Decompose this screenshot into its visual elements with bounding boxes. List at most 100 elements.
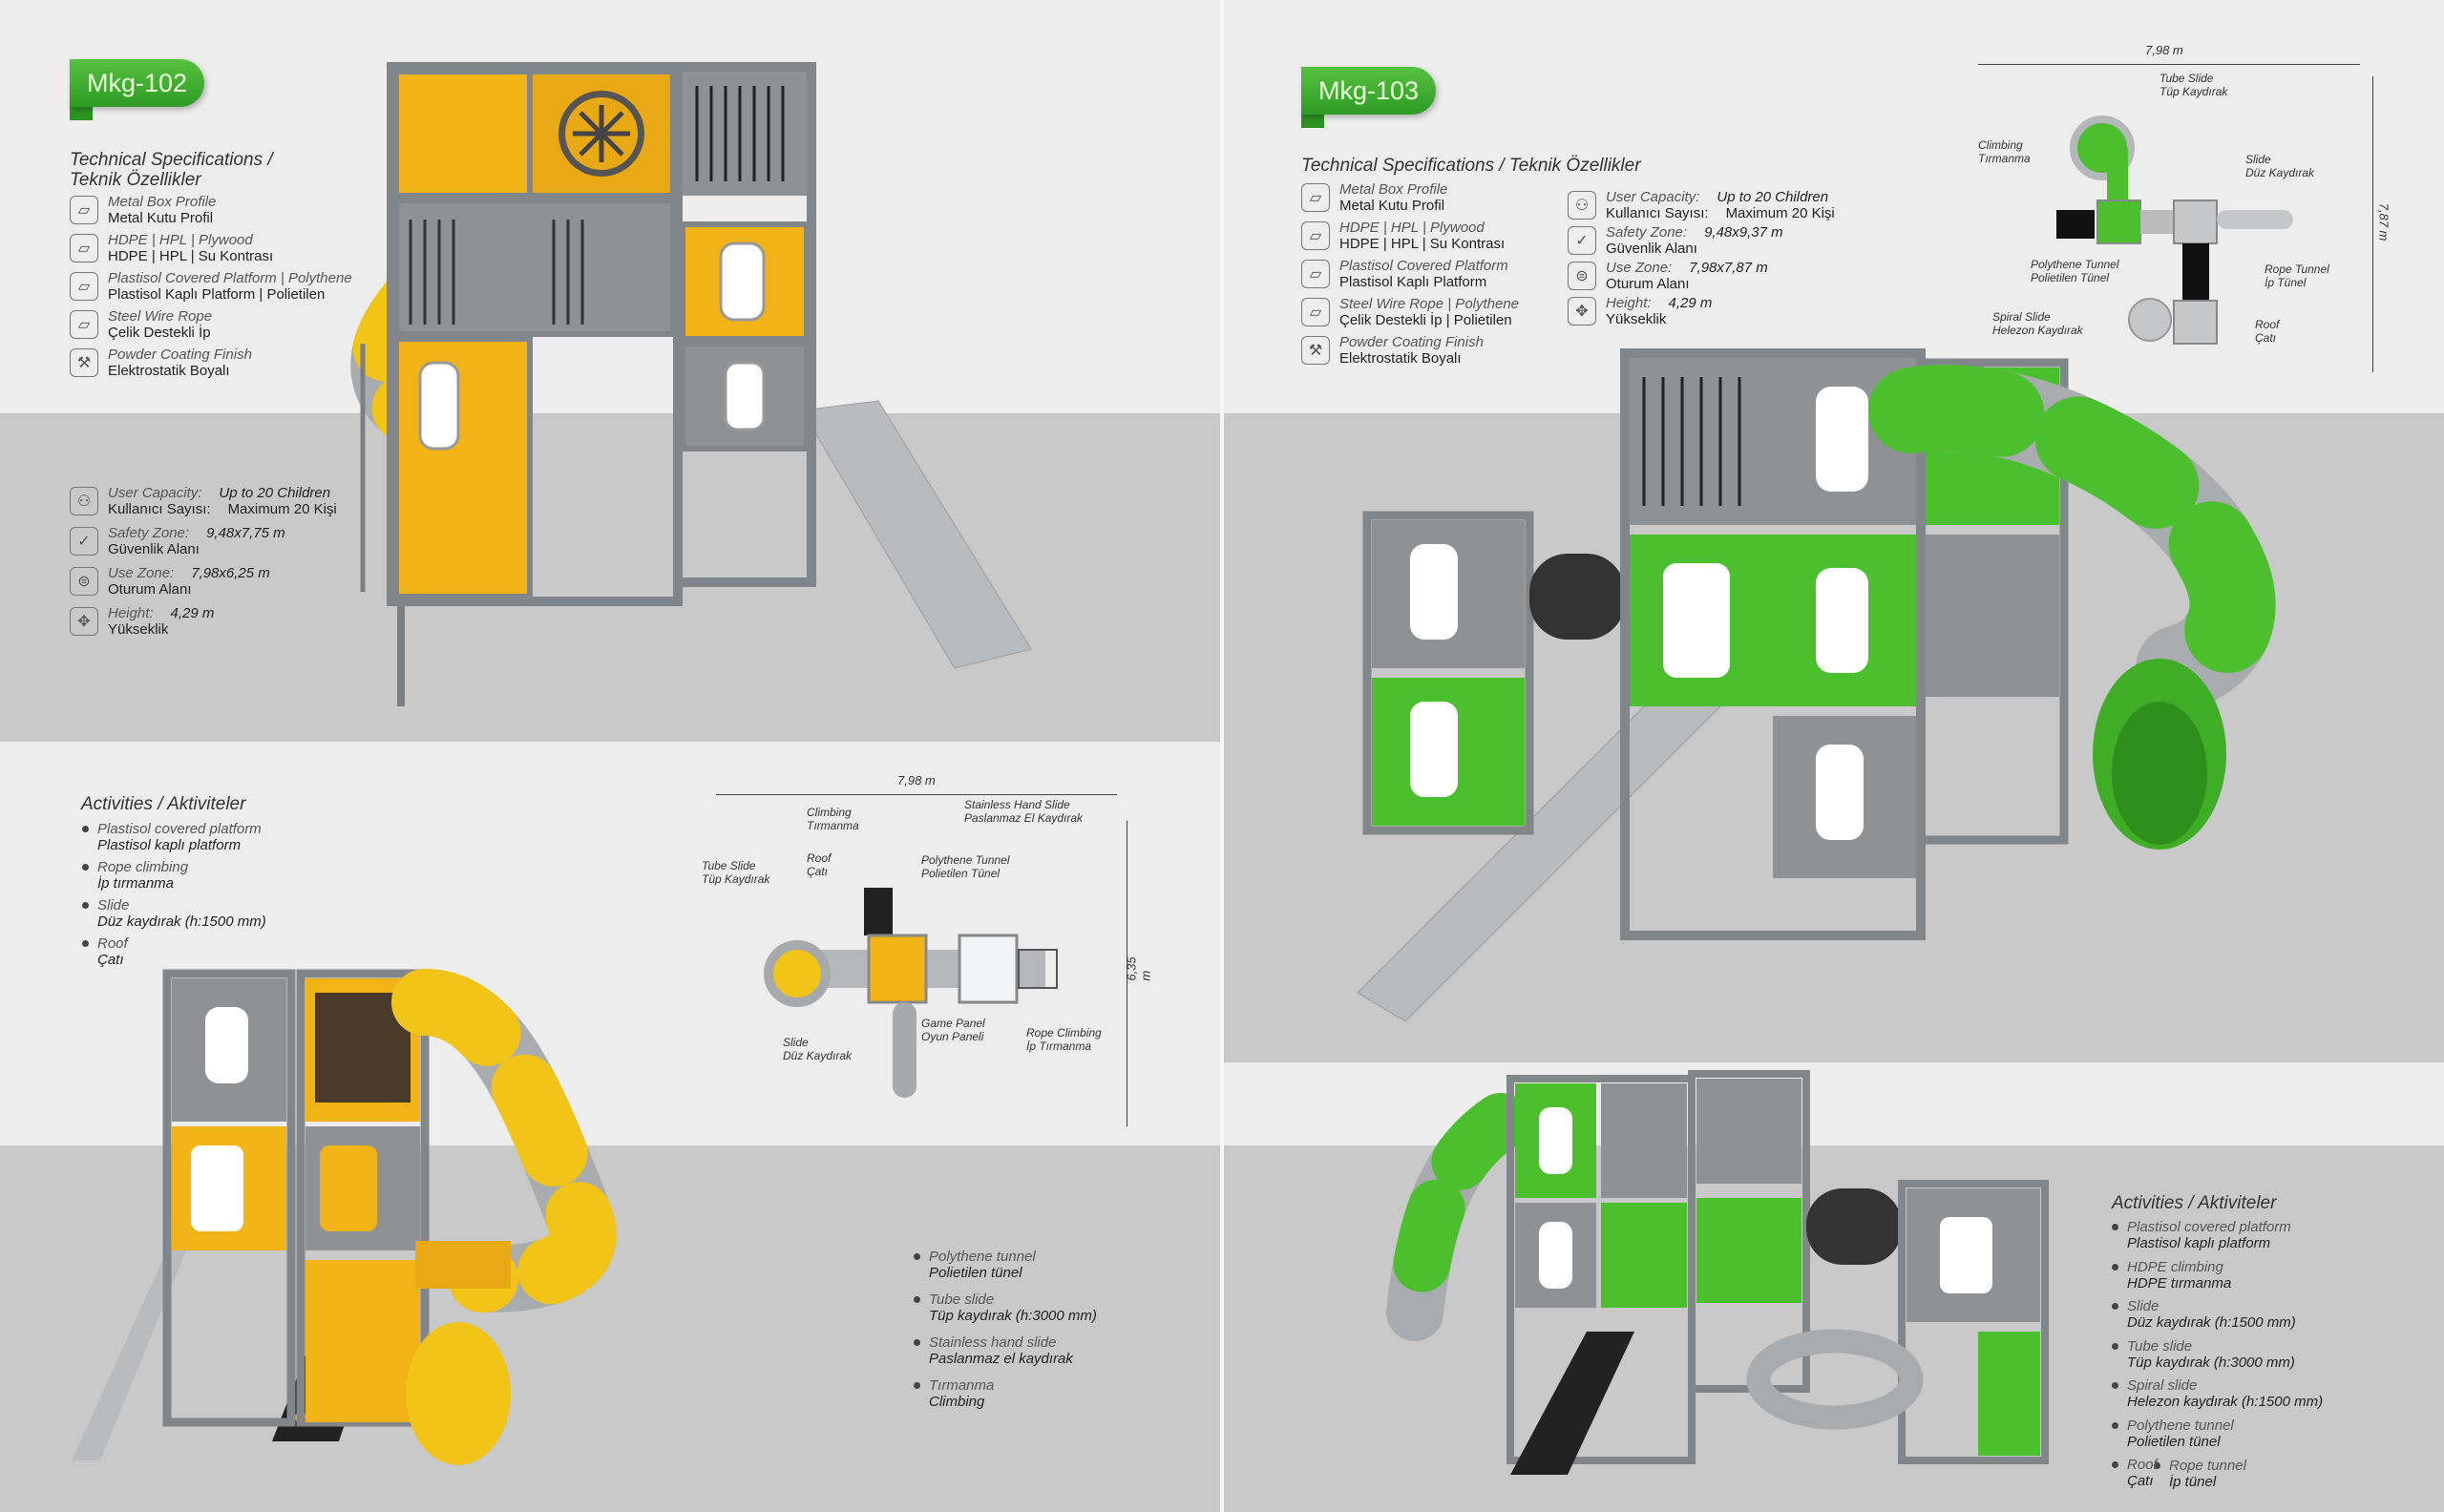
plan-diagram-mkg-103: 7,98 m 7,87 m Tube Slide Tüp Kaydırak Cl…	[1959, 43, 2417, 377]
activity-en: Plastisol covered platform	[97, 821, 262, 837]
plan-label-tunnel: Polythene Tunnel Polietilen Tünel	[921, 853, 1010, 880]
activity-en: HDPE climbing	[2127, 1258, 2223, 1275]
bullet	[82, 864, 89, 871]
spec-value: 4,29 m	[1668, 295, 1713, 311]
activity-en: Roof	[97, 935, 128, 952]
spec-label-tr: Güvenlik Alanı	[1606, 241, 1697, 257]
activity-en: Plastisol covered platform	[2127, 1219, 2291, 1235]
bullet	[2112, 1461, 2118, 1468]
bullet	[914, 1382, 920, 1389]
bullet	[2112, 1303, 2118, 1310]
activities-title: Activities / Aktiviteler	[2112, 1193, 2277, 1213]
zone-icon: ⊜	[1568, 262, 1596, 290]
plan-drawing	[764, 888, 1058, 1098]
spec-label-en: HDPE | HPL | Plywood	[108, 232, 253, 248]
spec-label-tr: Yükseklik	[1606, 311, 1667, 327]
floor-band	[0, 413, 1220, 742]
spec-label-tr: Oturum Alanı	[1606, 276, 1690, 292]
tech-spec-title-en: Technical Specifications /	[70, 150, 273, 170]
activity-item-rope-tunnel: Rope tunnel İp tünel	[2154, 1458, 2246, 1490]
activity-en: Roof	[2127, 1457, 2158, 1473]
spec-label-tr: Oturum Alanı	[108, 581, 192, 598]
catalog-page-mkg-103: Mkg-103 Technical Specifications / Tekni…	[1224, 0, 2444, 1512]
activity-tr: İp tünel	[2169, 1474, 2217, 1490]
spec-label-tr: Plastisol Kaplı Platform | Polietilen	[108, 286, 326, 303]
material-icon: ▱	[1301, 260, 1330, 288]
activity-en: Tırmanma	[929, 1377, 995, 1394]
bullet	[2112, 1342, 2118, 1350]
spec-label-en: Powder Coating Finish	[1339, 334, 1484, 350]
plan-width: 7,98 m	[897, 773, 936, 788]
spec-label-tr: Kullanıcı Sayısı:	[108, 501, 211, 517]
bullet	[914, 1339, 920, 1346]
plan-label-rope-tunnel: Rope Tunnel İp Tünel	[2265, 262, 2329, 289]
plan-diagram-mkg-102: 7,98 m 6,35 m Climbing Tırmanma Stainles…	[702, 773, 1153, 1126]
material-icon: ▱	[70, 234, 98, 262]
activity-tr: HDPE tırmanma	[2127, 1274, 2232, 1292]
plan-label-rope-climbing: Rope Climbing İp Tırmanma	[1026, 1026, 1102, 1053]
material-icon: ▱	[1301, 221, 1330, 250]
catalog-page-mkg-102: Mkg-102 Technical Specifications / Tekni…	[0, 0, 1220, 1512]
spec-label-tr: HDPE | HPL | Su Kontrası	[108, 248, 274, 264]
plan-label-spiral-slide: Spiral Slide Helezon Kaydırak	[1992, 310, 2083, 337]
activity-en: Slide	[97, 897, 130, 914]
plan-label-climbing: Climbing Tırmanma	[807, 806, 859, 832]
spec-label-en: Metal Box Profile	[1339, 181, 1448, 198]
tech-spec-title-tr: Teknik Özellikler	[70, 170, 201, 190]
bullet	[914, 1253, 920, 1260]
model-badge: Mkg-102	[70, 59, 205, 107]
bullet	[82, 826, 89, 832]
spec-value: Up to 20 Children	[219, 485, 331, 501]
spec-label-en: Height:	[1606, 295, 1652, 311]
height-icon: ✥	[70, 607, 98, 636]
spec-label-en: Plastisol Covered Platform | Polythene	[108, 270, 352, 286]
spec-label-en: Height:	[108, 605, 154, 621]
spec-label-en: User Capacity:	[108, 485, 202, 501]
activity-en: Polythene tunnel	[929, 1249, 1036, 1265]
spec-value: 9,48x9,37 m	[1704, 224, 1783, 241]
activity-en: Tube slide	[2127, 1337, 2193, 1354]
spec-value: 7,98x7,87 m	[1689, 260, 1768, 276]
bullet	[2112, 1421, 2118, 1429]
spec-label-tr: Elektrostatik Boyalı	[1339, 350, 1462, 367]
plan-width: 7,98 m	[2145, 43, 2183, 57]
tech-spec-title: Technical Specifications / Teknik Özelli…	[1301, 156, 1641, 176]
plan-depth: 7,87 m	[2376, 202, 2391, 242]
activity-tr: Düz kaydırak (h:1500 mm)	[2127, 1314, 2296, 1331]
plan-label-stainless-slide: Stainless Hand Slide Paslanmaz El Kaydır…	[964, 798, 1084, 825]
shield-icon: ✓	[1568, 226, 1596, 255]
spec-label-tr: HDPE | HPL | Su Kontrası	[1339, 236, 1506, 252]
activity-en: Spiral slide	[2127, 1377, 2198, 1394]
